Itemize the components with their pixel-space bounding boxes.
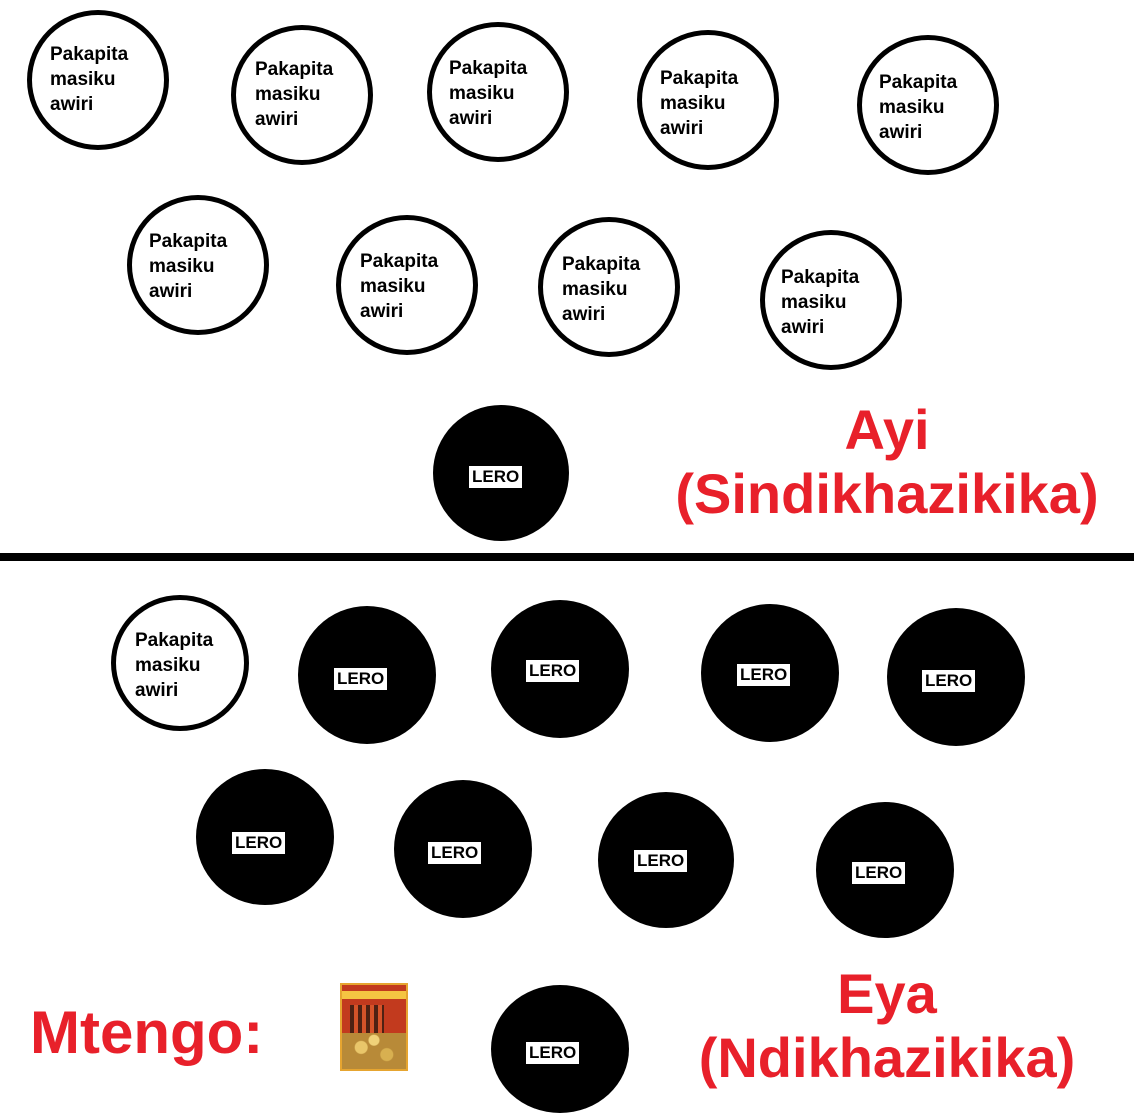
past-day-label: Pakapita masiku awiri [879, 72, 958, 143]
past-day-label: Pakapita masiku awiri [360, 251, 439, 322]
past-day-circle [27, 10, 169, 150]
past-day-circle [127, 195, 269, 335]
past-day-circle [760, 230, 902, 370]
answer-no-line2: (Sindikhazikika) [675, 462, 1099, 525]
past-day-label: Pakapita masiku awiri [660, 68, 739, 139]
answer-yes: Eya (Ndikhazikika) [640, 962, 1134, 1090]
today-label: LERO [334, 668, 388, 690]
past-day-circle [427, 22, 569, 162]
past-day-label: Pakapita masiku awiri [781, 267, 860, 338]
past-day-circle [637, 30, 779, 170]
answer-no-line1: Ayi [844, 398, 930, 461]
past-day-circle [111, 595, 249, 731]
today-label: LERO [526, 660, 580, 682]
past-day-label: Pakapita masiku awiri [562, 254, 641, 325]
packet-peanuts [342, 1033, 406, 1069]
answer-no: Ayi (Sindikhazikika) [640, 398, 1134, 526]
past-day-label: Pakapita masiku awiri [449, 58, 528, 129]
packet-pattern [350, 1005, 384, 1035]
past-day-label: Pakapita masiku awiri [135, 630, 214, 701]
past-day-circle [538, 217, 680, 357]
today-label: LERO [737, 664, 791, 686]
today-label: LERO [634, 850, 688, 872]
today-label: LERO [852, 862, 906, 884]
today-label: LERO [232, 832, 286, 854]
packet-band [342, 991, 406, 999]
past-day-label: Pakapita masiku awiri [149, 231, 228, 302]
peanut-packet-icon [340, 983, 408, 1071]
today-label: LERO [526, 1042, 580, 1064]
past-day-circle [857, 35, 999, 175]
past-day-circle [336, 215, 478, 355]
price-label: Mtengo: [30, 999, 264, 1066]
past-day-circle [231, 25, 373, 165]
past-day-label: Pakapita masiku awiri [50, 44, 129, 115]
today-label: LERO [469, 466, 523, 488]
divider-line [0, 553, 1134, 561]
answer-yes-line2: (Ndikhazikika) [698, 1026, 1076, 1089]
today-label: LERO [922, 670, 976, 692]
answer-yes-line1: Eya [837, 962, 937, 1025]
past-day-label: Pakapita masiku awiri [255, 59, 334, 130]
today-label: LERO [428, 842, 482, 864]
